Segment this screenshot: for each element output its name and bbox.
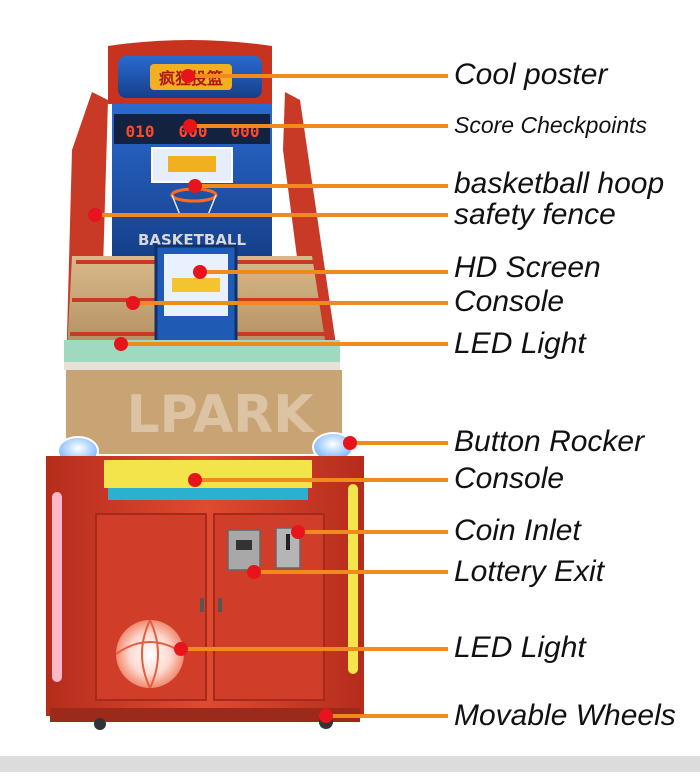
dot-console-lower bbox=[188, 473, 202, 487]
dot-lottery-exit bbox=[247, 565, 261, 579]
label-led-light-upper: LED Light bbox=[454, 327, 586, 360]
dot-score-checkpoints bbox=[183, 119, 197, 133]
led-strip-left bbox=[52, 492, 62, 682]
label-safety-fence: safety fence bbox=[454, 198, 616, 231]
console-lower-strip bbox=[108, 488, 308, 500]
dot-basketball-hoop bbox=[188, 179, 202, 193]
label-led-light-lower: LED Light bbox=[454, 631, 586, 664]
label-basketball-hoop: basketball hoop bbox=[454, 167, 665, 200]
cabinet-base bbox=[50, 708, 360, 722]
callout-leaders bbox=[95, 74, 448, 718]
dot-hd-screen bbox=[193, 265, 207, 279]
watermark: LPARK bbox=[126, 385, 315, 445]
score-display-1: 010 bbox=[126, 122, 155, 141]
basketball-led-light bbox=[116, 620, 184, 688]
label-button-rocker: Button Rocker bbox=[454, 425, 645, 458]
label-movable-wheels: Movable Wheels bbox=[454, 699, 676, 732]
dot-led-light-lower bbox=[174, 642, 188, 656]
callout-dots bbox=[88, 69, 357, 723]
label-cool-poster: Cool poster bbox=[454, 58, 608, 91]
led-strip-right bbox=[348, 484, 358, 674]
dot-safety-fence bbox=[88, 208, 102, 222]
label-lottery-exit: Lottery Exit bbox=[454, 555, 605, 588]
bottom-strip bbox=[0, 756, 700, 772]
label-score-checkpoints: Score Checkpoints bbox=[454, 112, 648, 138]
door-handle-left bbox=[200, 598, 204, 612]
dot-button-rocker bbox=[343, 436, 357, 450]
playfield-ramp bbox=[66, 370, 342, 454]
dot-cool-poster bbox=[181, 69, 195, 83]
label-hd-screen: HD Screen bbox=[454, 251, 601, 284]
dot-coin-inlet bbox=[291, 525, 305, 539]
hd-screen-logo bbox=[172, 278, 220, 292]
lottery-exit-opening bbox=[236, 540, 252, 550]
dot-movable-wheels bbox=[319, 709, 333, 723]
label-console-upper: Console bbox=[454, 285, 565, 318]
led-bar-trim bbox=[64, 362, 340, 370]
coin-slot bbox=[286, 534, 290, 550]
label-console-lower: Console bbox=[454, 462, 565, 495]
door-handle-right bbox=[218, 598, 222, 612]
console-lower-panel bbox=[104, 460, 312, 488]
label-coin-inlet: Coin Inlet bbox=[454, 514, 581, 547]
dot-led-light-upper bbox=[114, 337, 128, 351]
dot-console-upper bbox=[126, 296, 140, 310]
wheel-left bbox=[94, 718, 106, 730]
backboard-logo bbox=[168, 156, 216, 172]
